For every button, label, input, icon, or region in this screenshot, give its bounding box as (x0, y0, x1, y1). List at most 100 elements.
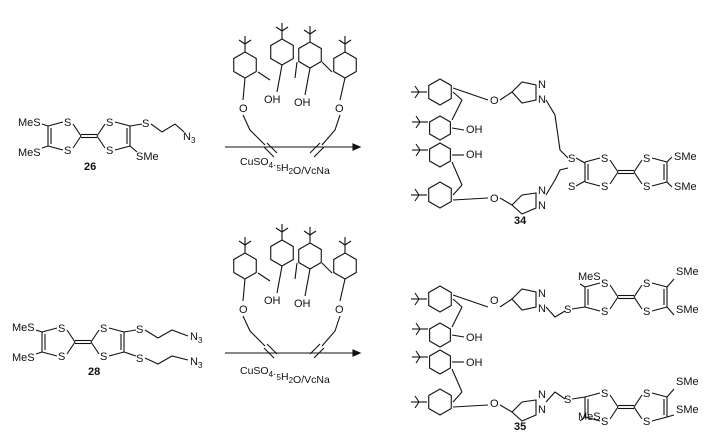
propargyl (242, 315, 266, 347)
sulfur-atom: S (643, 416, 650, 428)
methylene (257, 71, 271, 81)
tbutyl (309, 29, 317, 35)
compound-number-28: 28 (88, 366, 100, 378)
triazole-ring (511, 288, 537, 311)
mes-label: MeS (18, 147, 41, 159)
tbutyl (309, 230, 317, 236)
bond (35, 329, 43, 333)
sulfur-atom: S (106, 145, 113, 157)
bond (129, 145, 138, 153)
n-label: N (538, 389, 546, 401)
bond (35, 351, 43, 355)
propargyl (321, 315, 341, 347)
arrow-head (352, 349, 362, 357)
methylene (321, 262, 333, 274)
bond (114, 121, 131, 127)
mes-label: MeS (18, 117, 41, 129)
methylene (452, 91, 463, 101)
bond (666, 278, 675, 288)
benzene-ring (270, 38, 294, 66)
tbutyl (275, 26, 283, 32)
bond (108, 351, 125, 357)
o-label: O (239, 103, 248, 115)
bond (633, 159, 643, 173)
alkyne (266, 142, 278, 154)
sulfur-atom: S (100, 351, 107, 363)
azide-label: N3 (190, 356, 203, 370)
bond (575, 180, 586, 187)
compound-number-35: 35 (514, 421, 526, 433)
bond (651, 181, 668, 187)
sme-label: SMe (676, 266, 699, 278)
bond (584, 416, 601, 422)
bond (242, 77, 246, 101)
sulfur-atom: S (601, 278, 608, 290)
sulfur-atom: S (601, 416, 608, 428)
sulfur-atom: S (643, 278, 650, 290)
o-label: O (490, 95, 499, 107)
methylene (321, 61, 333, 73)
n-label: N (538, 94, 546, 106)
sulfur-atom: S (643, 153, 650, 165)
sulfur-atom: S (106, 117, 113, 129)
sulfur-atom: S (64, 117, 71, 129)
bond (651, 306, 668, 312)
oh-label: OH (466, 124, 483, 136)
sulfur-atom: S (564, 304, 571, 316)
bond (452, 184, 463, 196)
oh-label: OH (294, 298, 311, 310)
sme-label: SMe (136, 151, 159, 163)
bond (633, 394, 643, 408)
bond (499, 91, 513, 101)
benzene-ring (429, 142, 451, 168)
bond (609, 171, 619, 185)
bond (571, 396, 586, 400)
sulfur-atom: S (58, 323, 65, 335)
oh-label: OH (264, 94, 281, 106)
bond (584, 306, 601, 312)
bond (90, 341, 100, 355)
o-label: O (490, 398, 499, 410)
bond (114, 145, 131, 151)
sme-label: SMe (674, 151, 697, 163)
bond (666, 306, 675, 316)
bond (499, 298, 513, 308)
azide-label: N3 (183, 131, 196, 145)
tbutyl (415, 115, 421, 123)
tbutyl (414, 401, 420, 409)
sulfur-atom: S (64, 145, 71, 157)
bond (651, 392, 668, 398)
bond (666, 156, 673, 163)
bond (276, 265, 283, 294)
sulfur-atom: S (601, 306, 608, 318)
benzene-ring (429, 349, 451, 375)
bond (72, 135, 82, 149)
tbutyl (415, 328, 421, 336)
alkyne (313, 146, 325, 158)
sme-label: SMe (676, 404, 699, 416)
methylene (452, 298, 463, 308)
bond (451, 306, 463, 328)
o-label: O (490, 193, 499, 205)
bond (451, 368, 463, 393)
alkyl-chain (144, 329, 189, 339)
benzene-ring (233, 252, 257, 280)
sulfur-atom: S (136, 324, 143, 336)
bond (339, 278, 346, 302)
alkyl-chain (150, 123, 185, 133)
oh-label: OH (264, 295, 281, 307)
tbutyl (303, 29, 311, 35)
azide-label: N3 (190, 331, 203, 345)
bond (452, 87, 489, 101)
propargyl (242, 114, 266, 146)
bond (96, 135, 106, 149)
benzene-ring (233, 51, 257, 79)
sulfur-atom: S (58, 351, 65, 363)
tbutyl (281, 26, 289, 32)
propargyl (321, 114, 341, 146)
tbutyl (344, 240, 352, 246)
tbutyl (338, 39, 346, 45)
bond (633, 171, 643, 185)
